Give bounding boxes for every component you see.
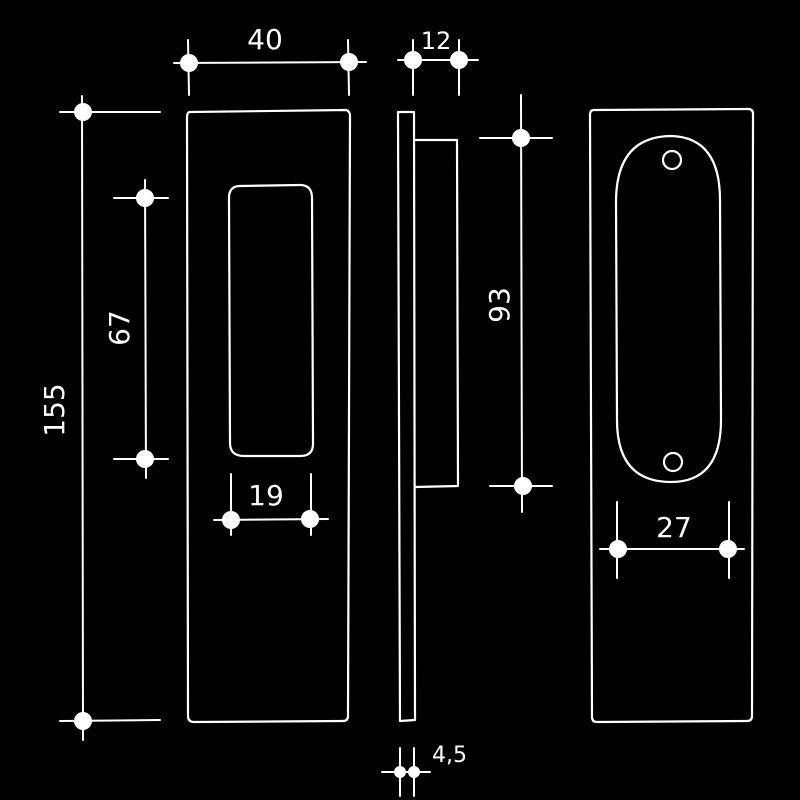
profile-plate	[396, 110, 417, 723]
label-back-height: 93	[483, 287, 516, 323]
profile-body	[412, 138, 460, 489]
dim-profile-thickness	[381, 747, 431, 797]
label-profile-thickness: 4,5	[432, 743, 467, 768]
back-view	[588, 107, 755, 724]
label-recess-width: 19	[248, 479, 284, 512]
dim-back-width	[599, 501, 745, 579]
dim-plate-height	[59, 95, 161, 741]
label-plate-width: 40	[247, 23, 283, 56]
label-plate-height: 155	[38, 383, 71, 436]
front-recess-outline	[227, 183, 315, 458]
label-recess-height: 67	[103, 310, 136, 346]
front-view	[185, 108, 352, 724]
dim-profile-depth	[397, 39, 479, 96]
label-profile-depth: 12	[421, 27, 452, 55]
screw-hole-top	[661, 149, 683, 171]
dim-recess-width	[213, 473, 329, 536]
back-plate-outline	[588, 107, 755, 724]
label-back-width: 27	[656, 511, 692, 544]
front-plate-outline	[185, 108, 352, 724]
dim-back-height	[479, 94, 553, 513]
back-slot-outline	[614, 134, 723, 484]
side-profile	[396, 110, 460, 723]
screw-hole-bottom	[662, 451, 684, 473]
dim-plate-width	[173, 39, 367, 96]
dim-recess-height	[113, 179, 169, 479]
